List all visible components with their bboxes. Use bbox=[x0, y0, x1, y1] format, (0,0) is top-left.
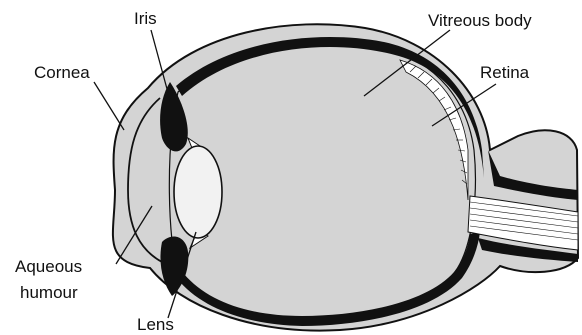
label-aqueous-humour-line2: humour bbox=[20, 283, 78, 302]
label-aqueous-humour-line1: Aqueous bbox=[15, 257, 82, 276]
label-lens: Lens bbox=[137, 315, 174, 334]
cornea-pointer bbox=[94, 82, 124, 130]
label-retina: Retina bbox=[480, 63, 530, 82]
lens-shape bbox=[174, 146, 222, 238]
label-vitreous-body: Vitreous body bbox=[428, 11, 532, 30]
label-iris: Iris bbox=[134, 9, 157, 28]
label-cornea: Cornea bbox=[34, 63, 90, 82]
